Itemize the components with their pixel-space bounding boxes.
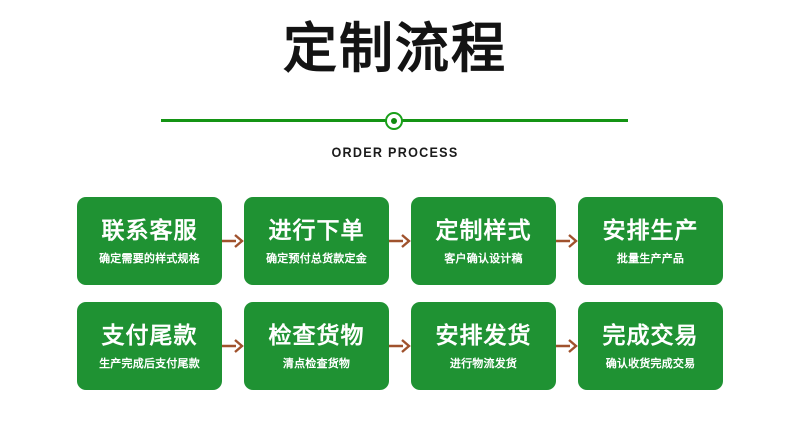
step-connector bbox=[556, 197, 578, 285]
step-box[interactable]: 完成交易 确认收货完成交易 bbox=[578, 302, 723, 390]
process-flow: 联系客服 确定需要的样式规格 进行下单 确定预付总货款定金 定制样式 客户确认设… bbox=[77, 197, 723, 390]
step-box[interactable]: 支付尾款 生产完成后支付尾款 bbox=[77, 302, 222, 390]
arrow-right-icon bbox=[389, 234, 411, 248]
step-description: 确认收货完成交易 bbox=[605, 356, 696, 370]
step-connector bbox=[556, 302, 578, 390]
step-box[interactable]: 安排发货 进行物流发货 bbox=[411, 302, 556, 390]
header: 定制流程 bbox=[0, 0, 790, 80]
step-title: 检查货物 bbox=[268, 322, 365, 349]
step-box[interactable]: 联系客服 确定需要的样式规格 bbox=[77, 197, 222, 285]
arrow-right-icon bbox=[222, 339, 244, 353]
step-description: 确定预付总货款定金 bbox=[266, 251, 367, 265]
circle-dot-ornament-icon bbox=[385, 112, 403, 130]
arrow-right-icon bbox=[222, 234, 244, 248]
step-title: 定制样式 bbox=[435, 217, 532, 244]
arrow-right-icon bbox=[389, 339, 411, 353]
step-box[interactable]: 定制样式 客户确认设计稿 bbox=[411, 197, 556, 285]
subtitle: ORDER PROCESS bbox=[331, 144, 459, 160]
step-description: 批量生产产品 bbox=[616, 251, 685, 265]
step-description: 进行物流发货 bbox=[449, 356, 518, 370]
step-title: 支付尾款 bbox=[101, 322, 198, 349]
step-box[interactable]: 安排生产 批量生产产品 bbox=[578, 197, 723, 285]
step-title: 进行下单 bbox=[268, 217, 365, 244]
step-title: 完成交易 bbox=[602, 322, 699, 349]
arrow-right-icon bbox=[556, 339, 578, 353]
step-title: 安排生产 bbox=[602, 217, 699, 244]
page-title: 定制流程 bbox=[283, 17, 507, 80]
step-connector bbox=[389, 302, 411, 390]
step-box[interactable]: 进行下单 确定预付总货款定金 bbox=[244, 197, 389, 285]
step-description: 清点检查货物 bbox=[282, 356, 351, 370]
step-connector bbox=[389, 197, 411, 285]
step-title: 联系客服 bbox=[101, 217, 198, 244]
step-title: 安排发货 bbox=[435, 322, 532, 349]
arrow-right-icon bbox=[556, 234, 578, 248]
step-description: 客户确认设计稿 bbox=[444, 251, 523, 265]
process-row: 支付尾款 生产完成后支付尾款 检查货物 清点检查货物 安排发货 进行物流发货 bbox=[77, 302, 723, 390]
step-connector bbox=[222, 302, 244, 390]
step-description: 生产完成后支付尾款 bbox=[99, 356, 200, 370]
section-divider bbox=[161, 112, 628, 130]
step-description: 确定需要的样式规格 bbox=[99, 251, 200, 265]
process-row: 联系客服 确定需要的样式规格 进行下单 确定预付总货款定金 定制样式 客户确认设… bbox=[77, 197, 723, 285]
step-connector bbox=[222, 197, 244, 285]
step-box[interactable]: 检查货物 清点检查货物 bbox=[244, 302, 389, 390]
